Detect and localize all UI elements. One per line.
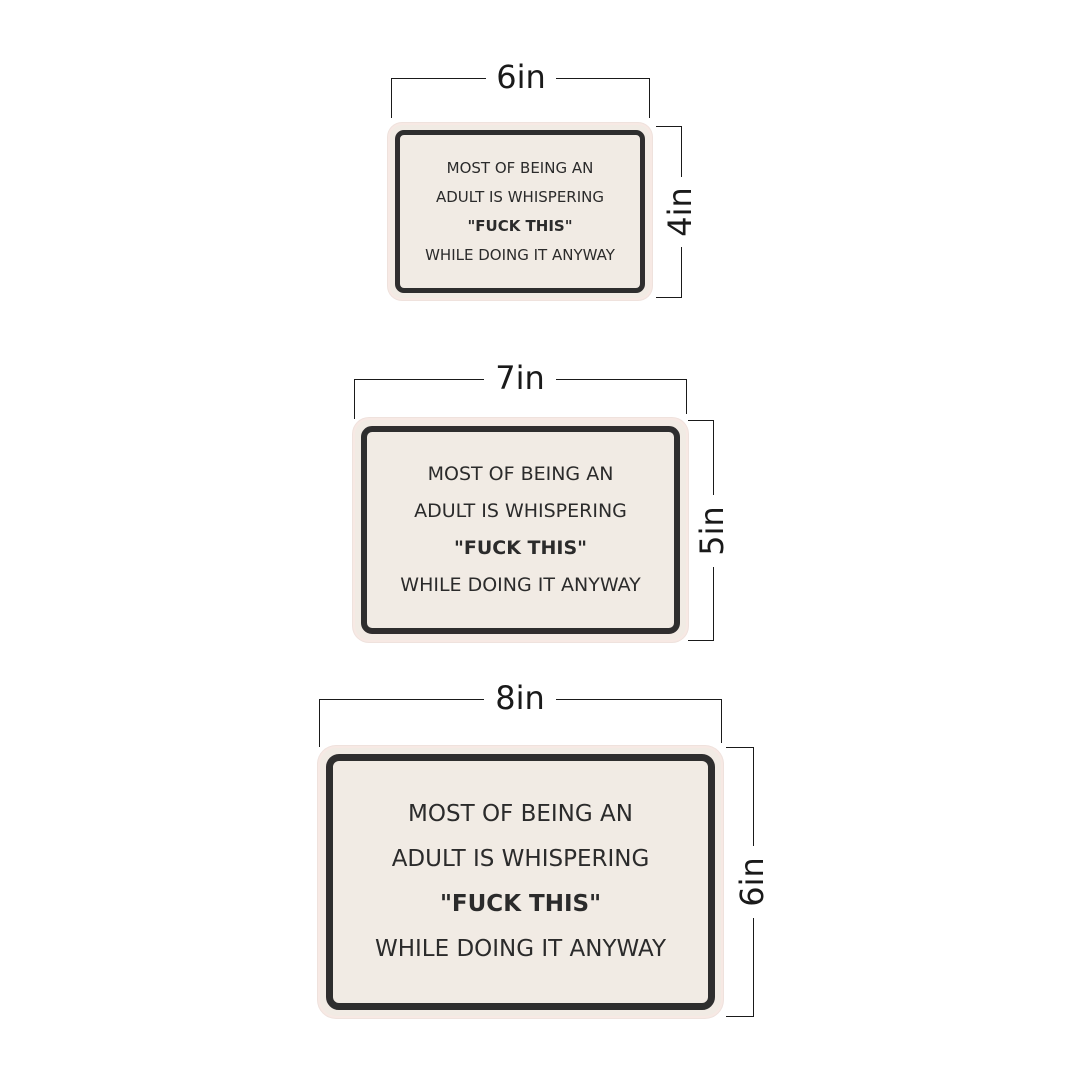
sticker-text-line-4: WHILE DOING IT ANYWAY bbox=[374, 936, 667, 962]
sticker-text-line-4: WHILE DOING IT ANYWAY bbox=[425, 245, 615, 264]
sticker-preview: MOST OF BEING AN ADULT IS WHISPERING "FU… bbox=[390, 125, 650, 298]
sticker-border: MOST OF BEING AN ADULT IS WHISPERING "FU… bbox=[395, 130, 645, 293]
height-label: 4in bbox=[661, 177, 699, 247]
height-dimension-tick-top bbox=[688, 420, 714, 421]
width-label: 6in bbox=[486, 61, 556, 95]
height-dimension-line bbox=[681, 126, 682, 298]
height-label: 5in bbox=[693, 495, 731, 567]
width-label: 7in bbox=[484, 362, 556, 396]
sticker-preview: MOST OF BEING AN ADULT IS WHISPERING "FU… bbox=[320, 748, 721, 1016]
sticker-text-line-2: ADULT IS WHISPERING bbox=[436, 187, 604, 206]
height-dimension-tick-bottom bbox=[688, 640, 714, 641]
sticker-text-line-1: MOST OF BEING AN bbox=[446, 158, 594, 177]
sticker-text-line-3: "FUCK THIS" bbox=[453, 537, 588, 559]
width-dimension-tick-right bbox=[721, 699, 722, 743]
width-dimension-line bbox=[354, 379, 687, 380]
sticker-text-line-3: "FUCK THIS" bbox=[439, 891, 602, 917]
width-dimension-line bbox=[319, 699, 722, 700]
width-dimension-tick-left bbox=[391, 78, 392, 118]
width-label: 8in bbox=[484, 682, 556, 716]
height-dimension-tick-bottom bbox=[656, 297, 682, 298]
height-label: 6in bbox=[733, 846, 771, 918]
height-dimension-tick-top bbox=[726, 747, 754, 748]
height-dimension-tick-bottom bbox=[726, 1016, 754, 1017]
sticker-text-line-1: MOST OF BEING AN bbox=[408, 801, 633, 827]
width-dimension-tick-right bbox=[686, 379, 687, 414]
sticker-preview: MOST OF BEING AN ADULT IS WHISPERING "FU… bbox=[355, 420, 686, 640]
sticker-text-line-3: "FUCK THIS" bbox=[467, 216, 573, 235]
width-dimension-tick-right bbox=[649, 78, 650, 118]
height-dimension-line bbox=[753, 747, 754, 1017]
sticker-text-line-2: ADULT IS WHISPERING bbox=[391, 846, 650, 872]
sticker-border: MOST OF BEING AN ADULT IS WHISPERING "FU… bbox=[326, 754, 715, 1010]
width-dimension-tick-left bbox=[354, 379, 355, 419]
width-dimension-tick-left bbox=[319, 699, 320, 747]
sticker-text-line-2: ADULT IS WHISPERING bbox=[414, 500, 627, 522]
sticker-border: MOST OF BEING AN ADULT IS WHISPERING "FU… bbox=[361, 426, 680, 634]
height-dimension-line bbox=[713, 420, 714, 641]
sticker-text-line-1: MOST OF BEING AN bbox=[427, 463, 614, 485]
height-dimension-tick-top bbox=[656, 126, 682, 127]
sticker-text-line-4: WHILE DOING IT ANYWAY bbox=[400, 574, 641, 596]
width-dimension-line bbox=[391, 78, 650, 79]
